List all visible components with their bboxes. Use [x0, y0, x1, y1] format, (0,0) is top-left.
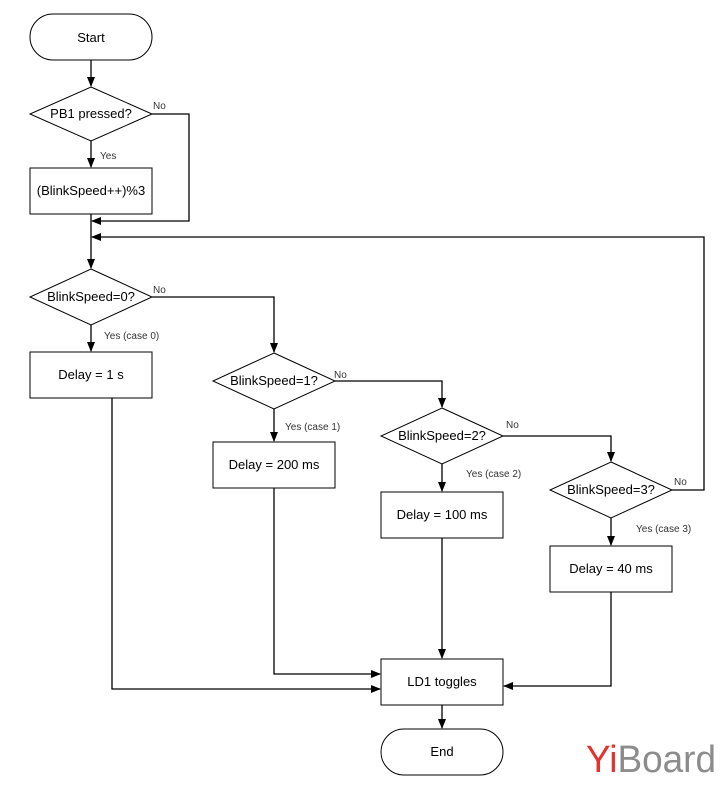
- blink-increment-label: (BlinkSpeed++)%3: [37, 183, 145, 198]
- bs0-yes-label: Yes (case 0): [104, 331, 159, 342]
- edge-delay200-to-ld1: [273, 488, 381, 678]
- bs2-yes-label: Yes (case 2): [466, 469, 521, 480]
- edge-bs3-no-loop: [91, 233, 705, 491]
- pb1-pressed-label: PB1 pressed?: [50, 106, 132, 121]
- bs1-no-label: No: [334, 370, 347, 381]
- edge-pb1-no: [91, 113, 190, 225]
- edge-delay40-to-ld1: [503, 592, 612, 690]
- svg-text:YiBoard: YiBoard: [586, 739, 716, 781]
- edge-delay1s-to-ld1: [111, 398, 381, 693]
- watermark-yi: Yi: [586, 739, 617, 781]
- delay-100ms-label: Delay = 100 ms: [397, 507, 488, 522]
- yiboard-watermark-logo: YiBoard: [586, 739, 716, 781]
- watermark-board: Board: [617, 739, 716, 781]
- delay-1s-process: [29, 351, 153, 399]
- edge-bs2-no: [503, 435, 615, 462]
- delay-200ms-label: Delay = 200 ms: [229, 457, 320, 472]
- pb1-yes-label: Yes: [100, 151, 116, 162]
- bs0-label: BlinkSpeed=0?: [47, 289, 135, 304]
- delay-100ms-process: [380, 491, 504, 539]
- edge-bs1-no: [335, 380, 446, 408]
- ld1-toggles-process: [380, 658, 504, 706]
- bs1-label: BlinkSpeed=1?: [230, 373, 318, 388]
- delay-200ms-process: [212, 441, 336, 489]
- pb1-no-label: No: [153, 101, 166, 112]
- bs3-yes-label: Yes (case 3): [636, 524, 691, 535]
- end-label: End: [430, 744, 453, 759]
- bs2-no-label: No: [506, 420, 519, 431]
- bs3-label: BlinkSpeed=3?: [567, 482, 655, 497]
- bs1-yes-label: Yes (case 1): [285, 422, 340, 433]
- edge-bs0-no: [152, 296, 278, 353]
- bs0-no-label: No: [153, 285, 166, 296]
- end-terminal: [380, 728, 504, 776]
- bs2-label: BlinkSpeed=2?: [398, 428, 486, 443]
- ld1-toggles-label: LD1 toggles: [407, 674, 477, 689]
- bs3-no-label: No: [674, 477, 687, 488]
- delay-1s-label: Delay = 1 s: [58, 367, 124, 382]
- delay-40ms-label: Delay = 40 ms: [569, 561, 653, 576]
- blink-increment-process: [29, 167, 153, 215]
- start-label: Start: [77, 30, 105, 45]
